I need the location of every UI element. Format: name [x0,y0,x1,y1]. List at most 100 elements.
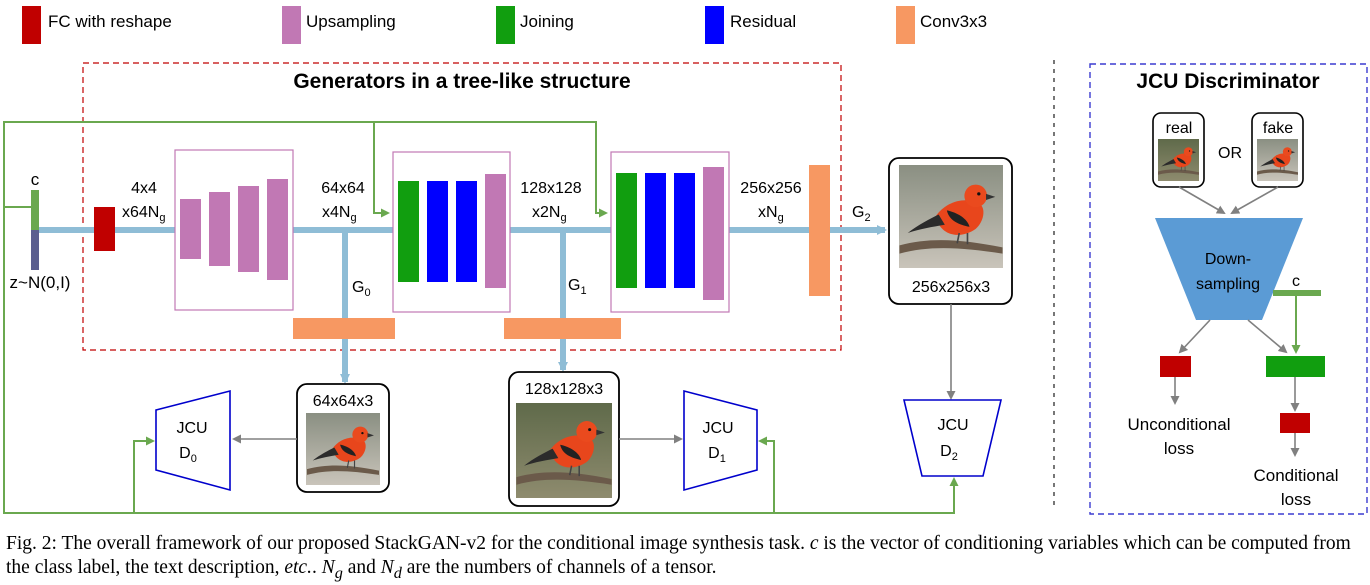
output-128: 128x128x3 [508,371,620,507]
caption-part-5: are the numbers of channels of a tensor. [401,557,717,578]
arrow-down-to-uncond [1178,319,1211,354]
stage0-up-3 [238,186,259,272]
down-label-2: sampling [1196,276,1260,293]
legend-item-fc: FC with reshape [22,6,172,44]
caption-etc: etc. [284,557,312,578]
stage2-res-1 [645,173,666,288]
c-label: c [31,170,40,189]
legend-label-joining: Joining [520,12,574,31]
legend-swatch-fc [22,6,41,44]
d1-shape [683,389,758,492]
dim-128-1: 128x128 [520,180,581,197]
conv-g1 [504,318,621,339]
jcu-title: JCU Discriminator [1136,70,1319,93]
d2-shape [902,399,1003,477]
or-label: OR [1218,145,1242,162]
jcu-panel: JCU Discriminator real OR fake Down- sam… [1089,63,1368,515]
discriminator-d2: JCU D2 [902,399,1003,477]
legend-label-residual: Residual [730,12,796,31]
discriminator-d0: JCU D0 [155,389,231,492]
stage1-res-1 [427,181,448,282]
output-256-label: 256x256x3 [912,279,990,296]
figure-caption: Fig. 2: The overall framework of our pro… [6,532,1368,585]
legend-swatch-conv [896,6,915,44]
dim-fc-1: 4x4 [131,180,157,197]
dim-256-2: xNg [758,204,784,224]
output-128-label: 128x128x3 [525,381,603,398]
cond-loss-2: loss [1281,490,1311,509]
caption-nd: Nd [380,557,402,582]
g1-label: G1 [568,277,587,297]
jcu-frame [1089,63,1368,515]
cond-join [1266,356,1325,377]
legend: FC with reshape Upsampling Joining Resid… [22,6,987,44]
z-label: z~N(0,I) [10,273,71,292]
cond-loss-1: Conditional [1253,466,1338,485]
legend-item-upsampling: Upsampling [282,6,396,44]
uncond-loss-2: loss [1164,439,1194,458]
legend-item-joining: Joining [496,6,574,44]
cond-line-to-d2 [774,477,959,514]
legend-item-conv: Conv3x3 [896,6,987,44]
generators-title: Generators in a tree-like structure [293,70,630,93]
stackgan-diagram: FC with reshape Upsampling Joining Resid… [3,6,1368,515]
dim-128-2: x2Ng [532,204,567,224]
caption-part-4: and [342,557,381,578]
output-256: 256x256x3 [888,157,1013,305]
legend-label-upsampling: Upsampling [306,12,396,31]
legend-swatch-residual [705,6,724,44]
real-label: real [1166,120,1193,137]
d0-label-top: JCU [176,420,207,437]
cond-line-to-d0 [3,207,155,514]
uncond-fc [1160,356,1191,377]
cond-line-to-d1 [134,436,775,514]
cond-line-to-g2 [374,121,608,218]
caption-part-1: Fig. 2: The overall framework of our pro… [6,533,810,554]
dim-64-2: x4Ng [322,204,357,224]
dim-256-1: 256x256 [740,180,801,197]
generators-frame [82,62,842,351]
g0-label: G0 [352,279,371,299]
d2-label-top: JCU [937,417,968,434]
arrow-real-to-down [1178,186,1226,215]
downsampling-block [1155,218,1303,320]
d0-shape [155,389,231,492]
down-label-1: Down- [1205,251,1251,268]
dim-fc-2: x64Ng [122,204,165,224]
fc-block [94,207,115,251]
output-64: 64x64x3 [296,383,390,493]
jcu-c-vector [1273,290,1321,296]
discriminator-d1: JCU D1 [683,389,758,492]
c-vector [31,190,39,230]
conv-g0 [293,318,395,339]
g2-label: G2 [852,204,871,224]
dim-64-1: 64x64 [321,180,365,197]
arrow-down-to-cond [1247,319,1288,354]
d0-label-bottom: D0 [179,445,197,465]
stage0-up-4 [267,179,288,280]
conv-g2 [809,165,830,296]
legend-swatch-upsampling [282,6,301,44]
stage2-join [616,173,637,288]
d1-label-bottom: D1 [708,445,726,465]
stage0-up-1 [180,199,201,259]
legend-label-fc: FC with reshape [48,12,172,31]
arrow-fake-to-down [1230,186,1279,214]
stage2-res-2 [674,173,695,288]
condition-lines [3,121,959,514]
uncond-loss-1: Unconditional [1127,415,1230,434]
caption-part-2: is the vector of conditioning variables … [6,533,1351,578]
d1-label-top: JCU [702,420,733,437]
stage1-up [485,174,506,288]
z-vector [31,230,39,270]
legend-label-conv: Conv3x3 [920,12,987,31]
caption-part-3: . [311,557,322,578]
d2-label-bottom: D2 [940,443,958,463]
legend-swatch-joining [496,6,515,44]
caption-c: c [809,533,819,554]
stage2-up [703,167,724,300]
stage1-res-2 [456,181,477,282]
jcu-c-label: c [1292,273,1300,290]
stage0-up-2 [209,192,230,266]
cond-fc [1280,413,1310,433]
